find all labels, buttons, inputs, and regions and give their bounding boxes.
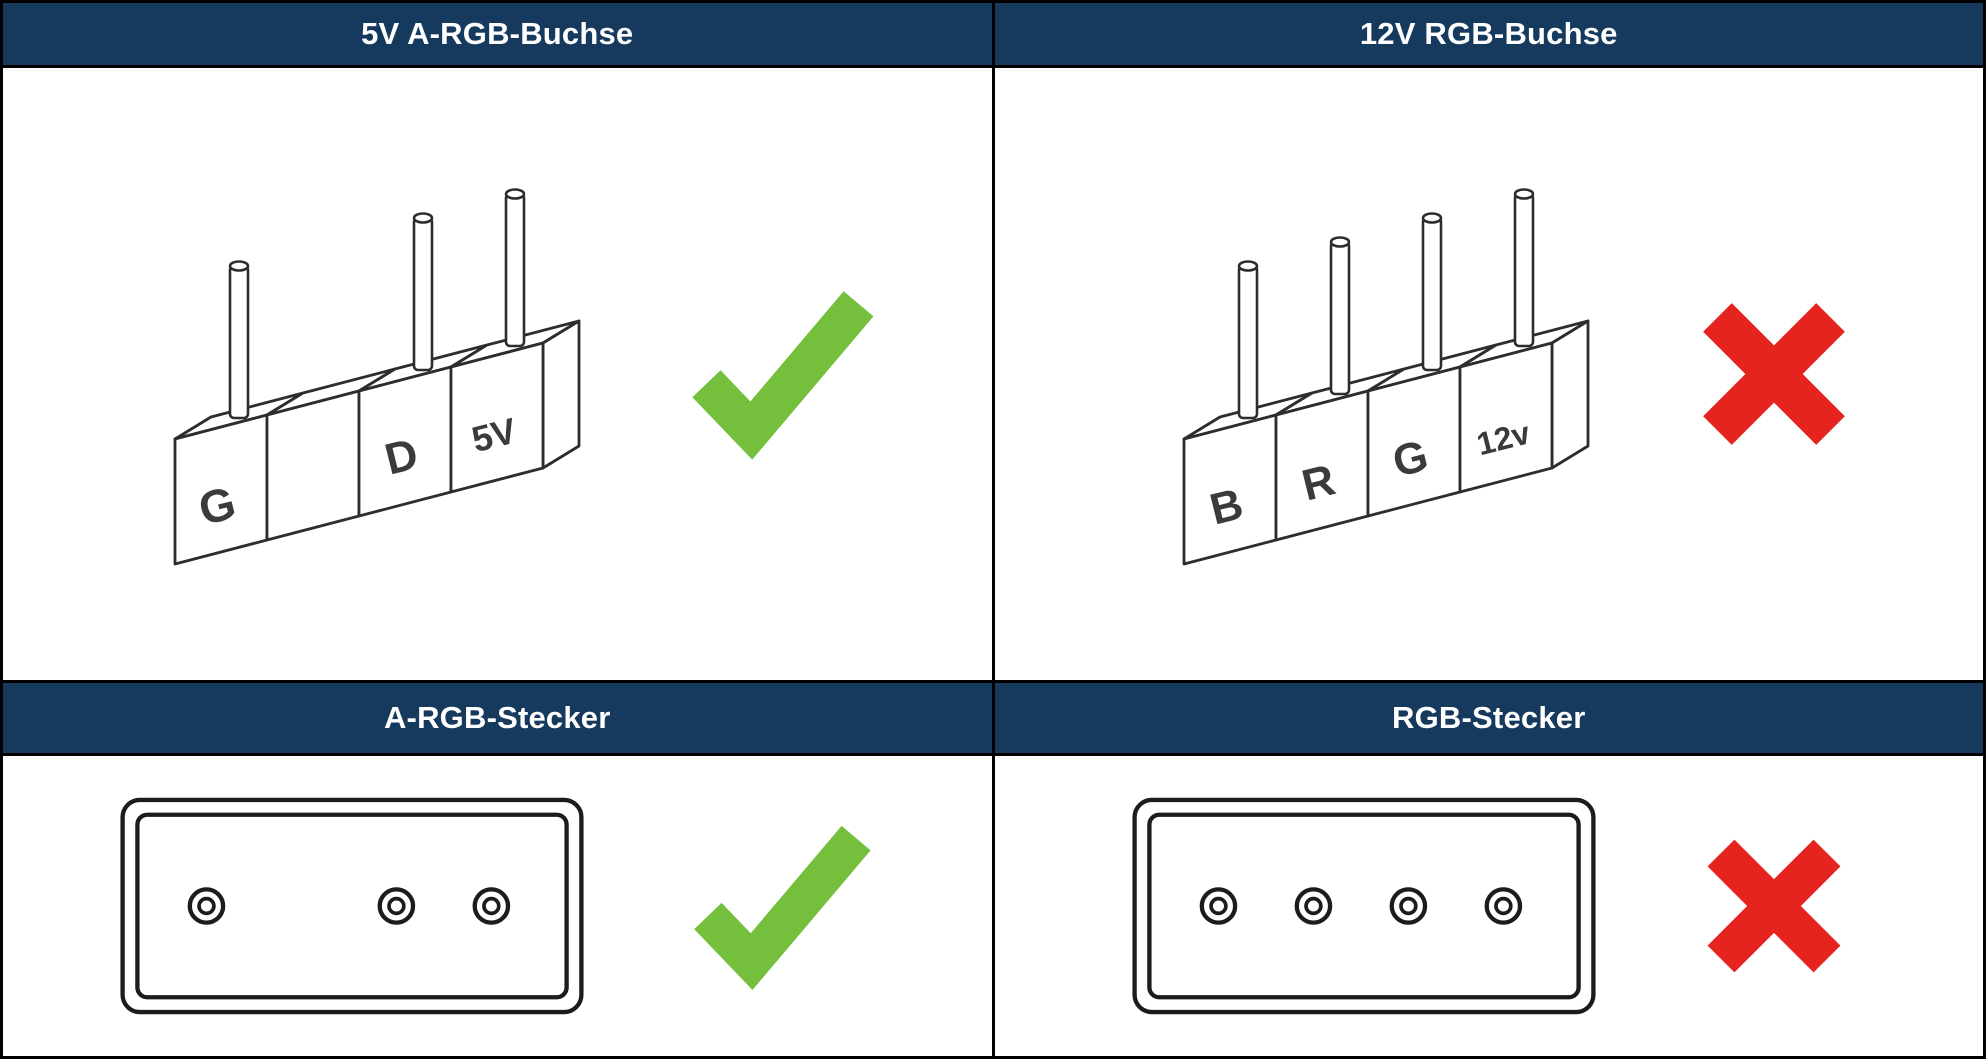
header-rgb-buchse-label: 12V RGB-Buchse [1359, 16, 1618, 51]
block-front-face [1458, 341, 1554, 494]
pin-hole [1484, 887, 1522, 925]
pin [1421, 212, 1443, 372]
pin-hole [1294, 887, 1332, 925]
rgb-plug-drawing [1132, 797, 1596, 1015]
header-rgb-buchse: 12V RGB-Buchse [994, 3, 1983, 65]
header-rgb-stecker: RGB-Stecker [994, 683, 1983, 753]
cross-icon [1707, 839, 1841, 973]
cross-icon [1702, 303, 1845, 445]
cell-argb-stecker [3, 756, 992, 1056]
header-argb-stecker-label: A-RGB-Stecker [383, 700, 611, 735]
pin-hole [377, 887, 416, 925]
pin [1237, 260, 1259, 420]
pin [504, 188, 526, 348]
plug-inner-housing [135, 812, 570, 1000]
block-front-face [265, 389, 361, 542]
block-end-face [1550, 319, 1590, 470]
header-rgb-stecker-label: RGB-Stecker [1392, 700, 1586, 735]
argb-pin-header-drawing: G D 5V [173, 188, 581, 566]
cell-argb-buchse: G D 5V [3, 68, 992, 680]
header-argb-buchse-label: 5V A-RGB-Buchse [361, 16, 634, 51]
pin [1329, 236, 1351, 396]
cell-rgb-stecker [994, 756, 1983, 1056]
block-front-face [449, 341, 545, 494]
pin [1513, 188, 1535, 348]
plug-inner-housing [1146, 812, 1581, 1000]
argb-plug-drawing [120, 797, 584, 1015]
pin [412, 212, 434, 372]
checkmark-icon [692, 291, 874, 460]
header-argb-buchse: 5V A-RGB-Buchse [3, 3, 992, 65]
pin-hole [472, 887, 511, 925]
pin-hole [1199, 887, 1238, 925]
header-argb-stecker: A-RGB-Stecker [3, 683, 992, 753]
pin-hole [187, 887, 226, 925]
pin [228, 260, 250, 420]
rgb-pin-header-drawing: B R G 12v [1182, 188, 1590, 566]
cell-rgb-buchse: B R G 12v [994, 68, 1983, 680]
pin-hole [1389, 887, 1427, 925]
block-end-face [541, 319, 581, 470]
checkmark-icon [694, 825, 871, 990]
